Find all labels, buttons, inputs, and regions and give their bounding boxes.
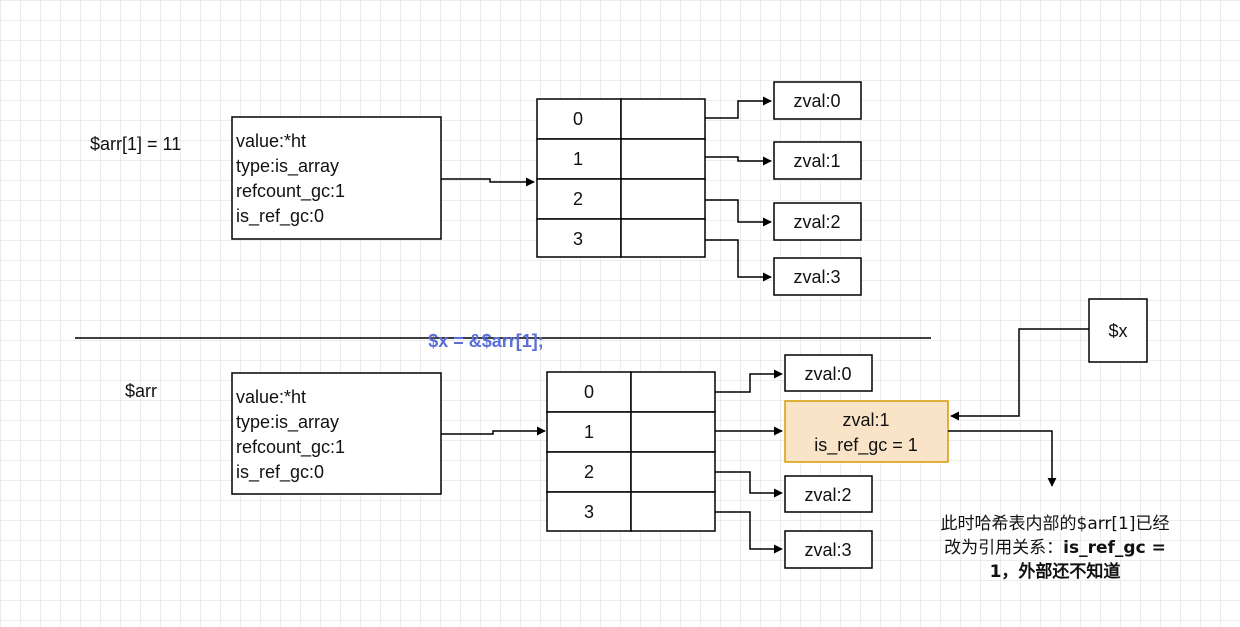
note-line-2-bold: is_ref_gc = (1063, 538, 1166, 558)
before-zval-box: value:*ht type:is_array refcount_gc:1 is… (231, 116, 442, 240)
after-zval-refcount: refcount_gc:1 (236, 437, 345, 458)
before-hash-key-1: 1 (573, 149, 583, 169)
highlighted-bucket-isref: is_ref_gc = 1 (814, 435, 918, 456)
after-zval-isref: is_ref_gc:0 (236, 462, 324, 483)
after-hash-key-2: 2 (584, 462, 594, 482)
before-bucket-3-arrow (705, 239, 772, 282)
before-bucket-1: zval:1 (793, 151, 840, 171)
after-bucket-2-arrow (715, 471, 783, 498)
after-bucket-0: zval:0 (804, 364, 851, 384)
bucket-to-note-arrow (948, 430, 1057, 487)
before-buckets: zval:0 zval:1 zval:2 zval:3 (773, 81, 862, 296)
before-hashtable: 0 1 2 3 (536, 98, 706, 258)
after-zval-value: value:*ht (236, 387, 306, 407)
after-hash-key-0: 0 (584, 382, 594, 402)
note-line-2-prefix: 改为引用关系： (944, 538, 1064, 558)
annotation-note: 此时哈希表内部的$arr[1]已经 改为引用关系：is_ref_gc = 1，外… (905, 512, 1205, 584)
before-bucket-1-arrow (705, 156, 772, 166)
after-hash-key-3: 3 (584, 502, 594, 522)
before-zval-to-hashtable-arrow (441, 177, 535, 187)
after-hash-key-1: 1 (584, 422, 594, 442)
before-hash-key-3: 3 (573, 229, 583, 249)
note-line-3: 1，外部还不知道 (905, 560, 1205, 584)
after-bucket-3: zval:3 (804, 540, 851, 560)
before-bucket-0-arrow (705, 96, 772, 119)
before-hash-key-0: 0 (573, 109, 583, 129)
ref-to-bucket-arrow (950, 328, 1089, 421)
after-bucket-3-arrow (715, 511, 783, 554)
before-zval-type: type:is_array (236, 156, 339, 177)
before-bucket-0: zval:0 (793, 91, 840, 111)
after-zval-box: value:*ht type:is_array refcount_gc:1 is… (231, 372, 442, 495)
before-zval-isref: is_ref_gc:0 (236, 206, 324, 227)
highlighted-bucket-name: zval:1 (842, 410, 889, 430)
ref-var-x: $x (1088, 298, 1148, 363)
note-line-3-bold: 1，外部还不知道 (989, 562, 1121, 582)
after-bucket-2: zval:2 (804, 485, 851, 505)
note-line-1: 此时哈希表内部的$arr[1]已经 (940, 514, 1170, 534)
note-line-2: 改为引用关系：is_ref_gc = (905, 536, 1205, 560)
before-zval-value: value:*ht (236, 131, 306, 151)
after-zval-to-hashtable-arrow (441, 426, 546, 436)
before-bucket-2: zval:2 (793, 212, 840, 232)
after-buckets: zval:0 zval:1 is_ref_gc = 1 zval:2 zval:… (784, 354, 949, 569)
before-bucket-2-arrow (705, 199, 772, 227)
before-bucket-3: zval:3 (793, 267, 840, 287)
before-caption: $arr[1] = 11 (90, 134, 181, 154)
after-zval-type: type:is_array (236, 412, 339, 433)
before-zval-refcount: refcount_gc:1 (236, 181, 345, 202)
before-hash-key-2: 2 (573, 189, 583, 209)
after-hashtable: 0 1 2 3 (546, 371, 716, 532)
ref-var-x-label: $x (1108, 321, 1127, 341)
after-caption: $arr (125, 381, 157, 401)
after-bucket-0-arrow (715, 369, 783, 393)
separator-label: $x = &$arr[1]; (428, 331, 544, 351)
